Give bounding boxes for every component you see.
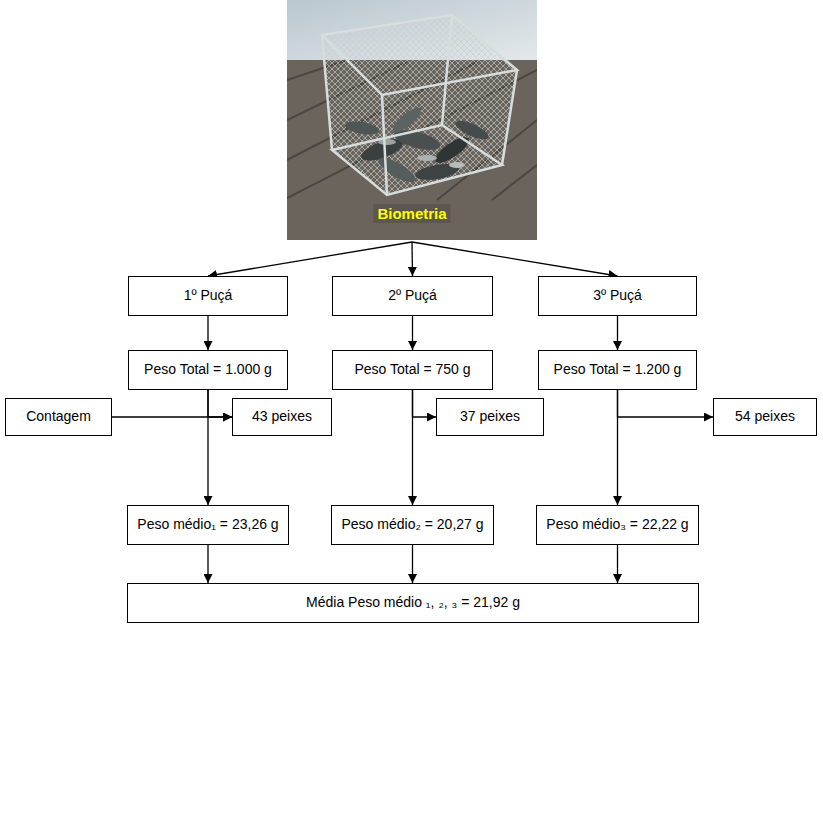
box-text: Contagem <box>26 408 91 426</box>
box-text: 1º Puçá <box>184 287 233 305</box>
photo-node: Biometria <box>287 0 537 240</box>
cage-frame <box>322 15 517 195</box>
flow-arrow <box>208 242 412 276</box>
flow-arrow <box>617 390 618 505</box>
process-box: 3º Puçá <box>538 276 697 316</box>
box-text: Peso Total = 1.200 g <box>554 361 682 379</box>
box-text: Peso Total = 1.000 g <box>144 361 272 379</box>
box-text: 43 peixes <box>252 408 312 426</box>
box-text: Peso médio₂ = 20,27 g <box>341 516 483 534</box>
process-box: Peso médio₁ = 23,26 g <box>127 505 289 545</box>
flow-arrow <box>412 545 413 583</box>
box-text: 2º Puçá <box>388 287 437 305</box>
box-text: Peso médio₃ = 22,22 g <box>546 516 688 534</box>
box-text: 54 peixes <box>735 408 795 426</box>
box-text: Peso médio₁ = 23,26 g <box>137 516 278 534</box>
flow-arrow <box>617 316 618 350</box>
process-box: 43 peixes <box>232 398 332 436</box>
flow-arrow <box>412 242 618 276</box>
process-box: Peso Total = 1.000 g <box>128 350 288 390</box>
process-box: Peso Total = 750 g <box>332 350 493 390</box>
process-box: Peso médio₃ = 22,22 g <box>536 505 699 545</box>
flow-arrow <box>207 545 208 583</box>
flow-arrow <box>208 390 232 417</box>
process-box: Peso Total = 1.200 g <box>538 350 697 390</box>
process-box: Contagem <box>5 398 112 436</box>
flow-arrow <box>411 242 413 276</box>
process-box: 37 peixes <box>436 398 544 436</box>
flow-arrow <box>617 545 618 583</box>
cage-mesh <box>322 15 517 195</box>
box-text: Peso Total = 750 g <box>354 361 470 379</box>
flow-arrow <box>412 316 413 350</box>
process-box: Peso médio₂ = 20,27 g <box>331 505 494 545</box>
box-text: 3º Puçá <box>593 287 642 305</box>
box-text: Média Peso médio ₁, ₂, ₃ = 21,92 g <box>306 594 520 612</box>
flow-arrow <box>618 390 714 417</box>
box-text: 37 peixes <box>460 408 520 426</box>
process-box: 2º Puçá <box>332 276 493 316</box>
flow-arrow <box>207 316 208 350</box>
flow-arrow <box>207 390 208 505</box>
flow-arrow <box>412 390 413 505</box>
process-box: 54 peixes <box>713 398 817 436</box>
photo-caption: Biometria <box>373 204 450 223</box>
process-box: 1º Puçá <box>128 276 288 316</box>
flow-arrow <box>413 390 437 417</box>
photo-ground <box>287 0 537 240</box>
process-box: Média Peso médio ₁, ₂, ₃ = 21,92 g <box>127 583 699 623</box>
